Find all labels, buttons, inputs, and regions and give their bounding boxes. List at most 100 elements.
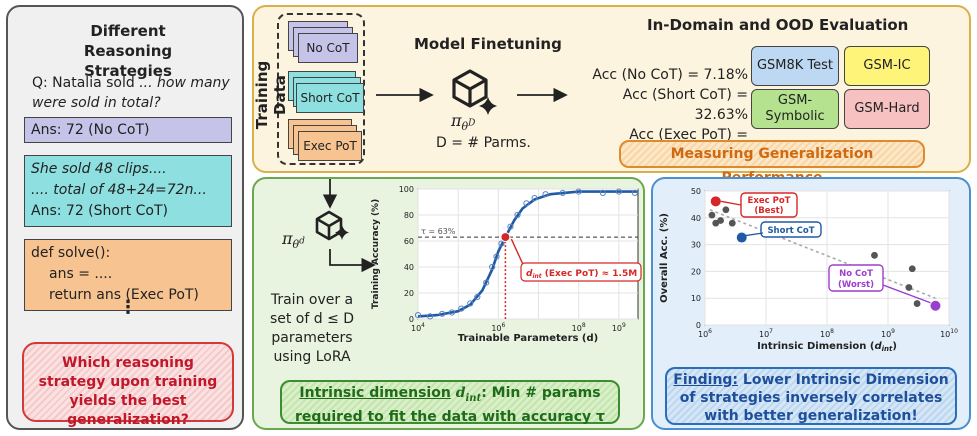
top-arrows xyxy=(376,69,568,115)
nocot-label-line1: No CoT xyxy=(839,269,873,279)
x-tick-label: 109 xyxy=(612,322,626,333)
no-cot-answer: Ans: 72 (No CoT) xyxy=(24,117,232,143)
sup-D: D xyxy=(468,118,476,129)
data-point xyxy=(498,240,505,247)
x-axis-label: Trainable Parameters (d) xyxy=(458,333,598,344)
y-tick-label: 30 xyxy=(691,241,701,250)
y-tick-label: 100 xyxy=(399,185,414,194)
data-point xyxy=(507,223,514,230)
nocot-label-arrow xyxy=(882,284,931,304)
y-tick-label: 60 xyxy=(404,237,414,246)
y-tick-label: 40 xyxy=(691,214,701,223)
middle-panel: πθd Train over a set of d ≤ D parameters… xyxy=(252,177,645,430)
left-panel: Different Reasoning Strategies Q: Natali… xyxy=(6,5,244,430)
exec-label-line2: (Best) xyxy=(754,206,783,216)
data-point xyxy=(531,195,538,202)
intrinsic-term: Intrinsic dimension xyxy=(299,385,451,401)
y-tick-label: 40 xyxy=(404,263,414,272)
stack-sheet: Exec PoT xyxy=(298,131,362,161)
y-axis-label: Training Accuracy (%) xyxy=(371,199,381,309)
x-tick-label: 108 xyxy=(572,322,586,333)
finding-box: Finding: Lower Intrinsic Dimension of st… xyxy=(665,367,957,425)
acc-no-cot: Acc (No CoT) = 7.18% xyxy=(592,67,748,83)
data-point xyxy=(615,188,622,195)
stack-label: No CoT xyxy=(306,41,350,55)
y-tick-label: 20 xyxy=(691,267,701,276)
y-tick-label: 10 xyxy=(691,294,701,303)
bench-label: GSM-IC xyxy=(863,58,911,73)
top-panel: Training Data No CoT Short CoT Exec PoT … xyxy=(252,5,971,186)
no-cot-text: Ans: 72 (No CoT) xyxy=(31,122,150,138)
data-point xyxy=(542,191,549,198)
model-cube-icon xyxy=(452,69,488,108)
short-cot-line2: .... total of 48+24=72n... xyxy=(31,182,207,198)
stack-sheet: No CoT xyxy=(298,33,358,63)
data-point xyxy=(458,305,465,312)
int-sub: int xyxy=(465,392,482,404)
bench-gsmic: GSM-IC xyxy=(844,46,930,86)
data-point xyxy=(599,189,606,196)
scatter-point xyxy=(722,206,730,214)
train-text: Train over a set of d ≤ D parameters usi… xyxy=(269,292,355,365)
theta-symbol: θ xyxy=(292,238,300,252)
data-point xyxy=(474,293,481,301)
x-tick-label: 104 xyxy=(411,322,425,333)
exec-label-line1: Exec PoT xyxy=(748,196,791,206)
x-tick-label: 109 xyxy=(881,328,895,339)
short-cot-line1: She sold 48 clips.... xyxy=(31,161,167,177)
small-cube-icon xyxy=(315,210,343,241)
bench-label: GSM-Symbolic xyxy=(765,93,825,124)
plot-area xyxy=(417,188,639,320)
data-point xyxy=(439,310,446,317)
data-point xyxy=(493,253,500,260)
finetune-title: Model Finetuning xyxy=(414,35,562,53)
finding-term: Finding: xyxy=(673,372,739,388)
short-cot-answer: She sold 48 clips.... .... total of 48+2… xyxy=(24,155,232,227)
exec-line2: ans = .... xyxy=(49,266,113,282)
scatter-point xyxy=(871,251,878,259)
x-tick-label: 1010 xyxy=(940,328,958,339)
exec-pot-marker xyxy=(500,232,511,243)
bench-gsm-hard: GSM-Hard xyxy=(844,89,930,129)
question-text: Q: Natalia sold ... how many were sold i… xyxy=(32,73,242,113)
y-tick-label: 0 xyxy=(696,321,701,330)
data-point xyxy=(523,200,530,207)
stack-sheet: Short CoT xyxy=(296,83,364,113)
intrinsic-def: : Min # params required to fit the data … xyxy=(295,385,605,425)
annot-text: dint (Exec PoT) ≈ 1.5M xyxy=(526,269,637,280)
x-tick-label: 106 xyxy=(698,328,712,339)
data-point xyxy=(467,300,474,307)
y-tick-label: 50 xyxy=(691,187,701,196)
annot-box xyxy=(520,262,642,282)
middle-arrows xyxy=(315,179,376,273)
strategies-title: Different Reasoning Strategies xyxy=(83,22,173,80)
pi-symbol: π xyxy=(451,111,462,130)
theta-symbol: θ xyxy=(461,120,469,134)
exec-label-arrow xyxy=(720,200,742,206)
sparkle-icon xyxy=(335,225,349,240)
y-axis-label: Overall Acc. (%) xyxy=(659,213,670,303)
measuring-box: Measuring Generalization Performance xyxy=(619,140,925,186)
data-point xyxy=(414,312,422,319)
acc-short-cot: Acc (Short CoT) = 32.63% xyxy=(622,87,748,123)
x-tick-label: 108 xyxy=(820,328,834,339)
nocot-label-line2: (Worst) xyxy=(838,280,874,290)
exec-pot-answer: def solve(): ans = .... return ans (Exec… xyxy=(24,239,232,311)
bench-gsm8k: GSM8K Test xyxy=(751,46,839,86)
exec-line1: def solve(): xyxy=(31,245,111,261)
scatter-point xyxy=(913,300,921,307)
question-prefix: Q: Natalia sold xyxy=(32,75,140,91)
stack-label: Short CoT xyxy=(300,91,360,105)
finding-text: Lower Intrinsic Dimension of strategies … xyxy=(679,372,949,424)
short-cot-point xyxy=(736,232,747,243)
training-data-border xyxy=(277,13,365,165)
x-tick-label: 107 xyxy=(759,328,773,339)
arrow-to-chart xyxy=(329,249,376,273)
stack-label: Exec PoT xyxy=(303,139,357,153)
trend-line xyxy=(709,209,936,299)
question-italic: ... how many were sold in total? xyxy=(32,75,230,111)
no-cot-point xyxy=(930,300,941,311)
